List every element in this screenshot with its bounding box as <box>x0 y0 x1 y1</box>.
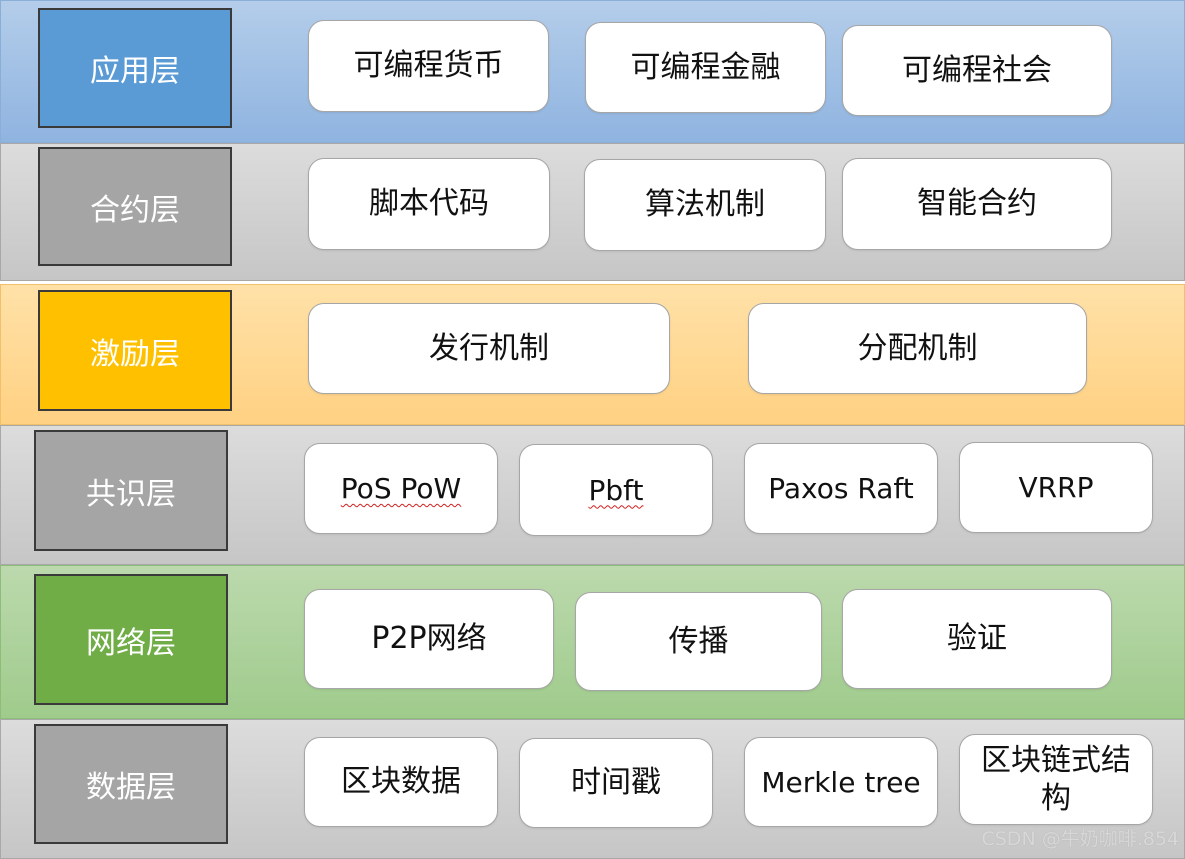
item-block-data: 区块数据 <box>304 737 498 827</box>
item-algorithm-mechanism: 算法机制 <box>584 159 826 251</box>
item-timestamp: 时间戳 <box>519 738 713 828</box>
item-distribution-mechanism: 分配机制 <box>748 303 1087 394</box>
item-p2p-network: P2P网络 <box>304 589 554 689</box>
item-programmable-finance: 可编程金融 <box>585 22 826 113</box>
network-layer-label: 网络层 <box>34 574 228 705</box>
data-layer-label: 数据层 <box>34 724 228 844</box>
item-issuance-mechanism: 发行机制 <box>308 303 670 394</box>
item-pos-pow: PoS PoW <box>304 443 498 534</box>
item-smart-contract: 智能合约 <box>842 158 1112 250</box>
incentive-layer-label: 激励层 <box>38 290 232 411</box>
item-pos-pow-text: PoS PoW <box>340 472 462 505</box>
item-programmable-currency: 可编程货币 <box>308 20 549 112</box>
item-chain-structure: 区块链式结构 <box>959 734 1153 825</box>
csdn-watermark: CSDN @牛奶咖啡.854 <box>981 828 1179 850</box>
consensus-layer-label: 共识层 <box>34 430 228 551</box>
application-layer-label: 应用层 <box>38 8 232 128</box>
item-vrrp: VRRP <box>959 442 1153 533</box>
item-pbft-text: Pbft <box>588 473 644 507</box>
item-paxos-raft: Paxos Raft <box>744 443 938 534</box>
item-propagation: 传播 <box>575 592 822 691</box>
item-programmable-society: 可编程社会 <box>842 25 1112 116</box>
item-merkle-tree: Merkle tree <box>744 737 938 827</box>
item-verification: 验证 <box>842 589 1112 689</box>
contract-layer-label: 合约层 <box>38 147 232 266</box>
item-script-code: 脚本代码 <box>308 158 550 250</box>
item-pbft: Pbft <box>519 444 713 536</box>
